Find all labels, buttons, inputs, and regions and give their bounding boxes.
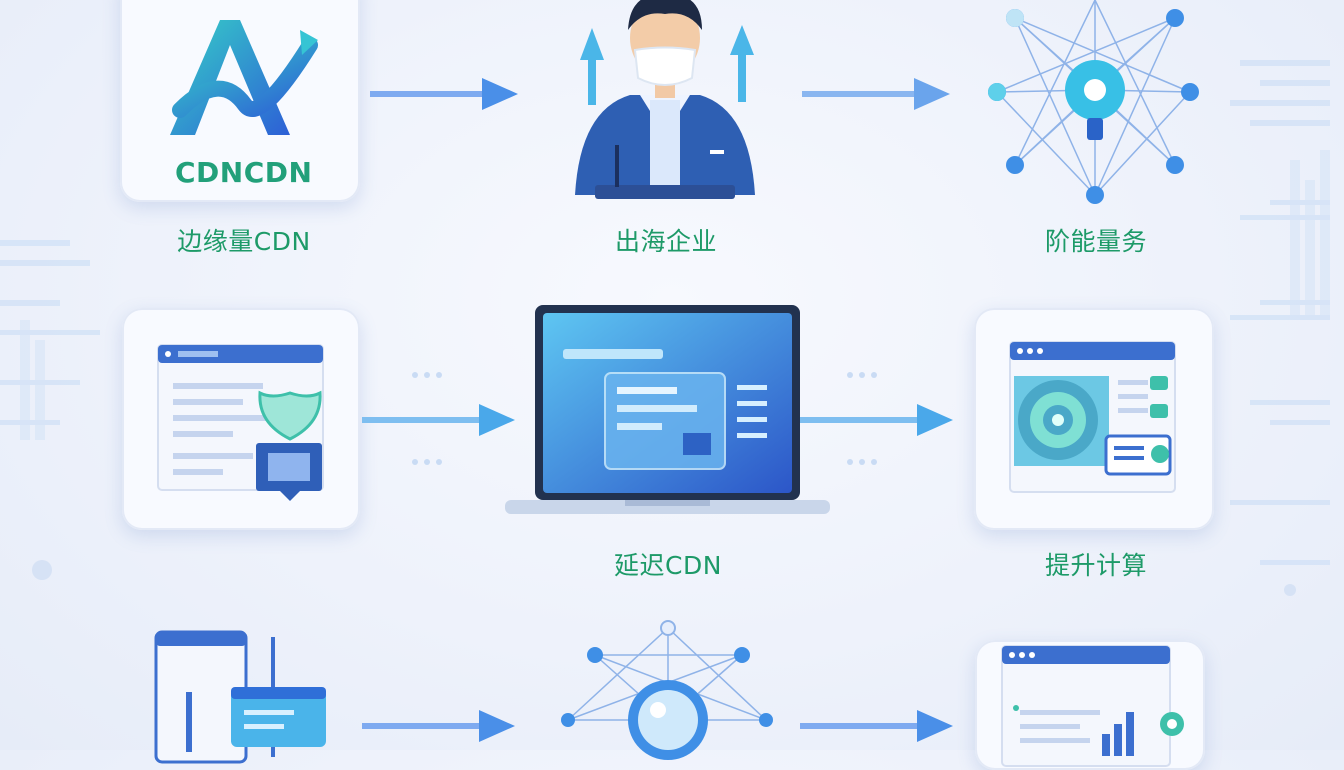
- chart-browser-icon: [1001, 645, 1184, 767]
- arrow-row1-left: [370, 78, 518, 110]
- label-boost-compute: 提升计算: [1044, 551, 1147, 580]
- network-node-icon: [988, 0, 1199, 204]
- arrow-row3-right: [800, 710, 953, 742]
- label-service-stage: 阶能量务: [1044, 227, 1147, 256]
- arrow-row2-right: [800, 404, 953, 436]
- arrow-row1-right: [802, 78, 950, 110]
- logo-text: CDNCDN: [175, 156, 313, 189]
- laptop-dashboard-icon: [505, 305, 830, 514]
- presenter-icon: [575, 0, 755, 199]
- network-search-icon: [561, 620, 773, 760]
- label-edge-cdn: 边缘量CDN: [177, 227, 311, 256]
- security-browser-icon: [157, 344, 324, 501]
- background-decoration: [0, 60, 1330, 596]
- mobile-devices-icon: [154, 630, 326, 764]
- logo-icon: [170, 20, 318, 135]
- arrow-row2-left: [362, 404, 515, 436]
- analytics-browser-icon: [1009, 341, 1176, 493]
- label-latency-cdn: 延迟CDN: [614, 551, 722, 580]
- label-overseas-enterprise: 出海企业: [614, 227, 717, 256]
- arrow-row3-left: [362, 710, 515, 742]
